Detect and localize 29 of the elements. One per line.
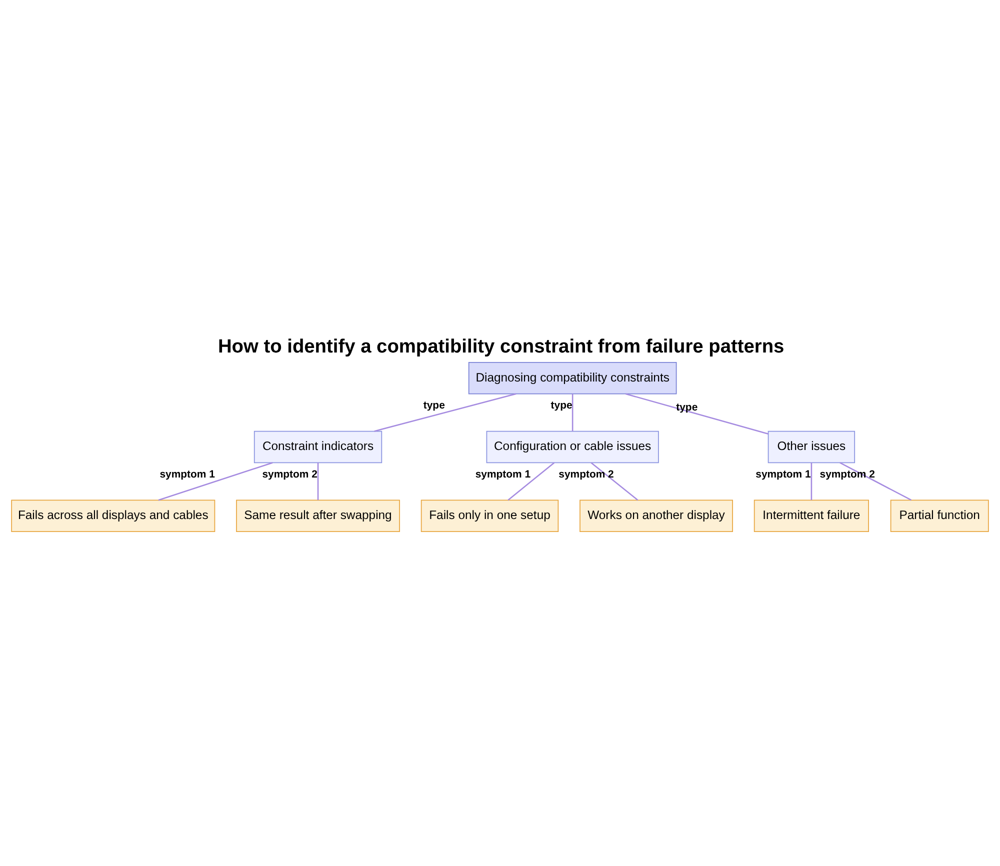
node-box: Configuration or cable issues xyxy=(486,430,659,464)
node-box: Same result after swapping xyxy=(236,500,400,532)
node-box: Constraint indicators xyxy=(254,430,382,464)
connector xyxy=(374,393,516,432)
node-box: Fails across all displays and cables xyxy=(11,500,216,532)
edge-label: symptom 1 xyxy=(756,470,811,481)
edge-label: symptom 1 xyxy=(160,470,215,481)
connector xyxy=(508,462,555,501)
edge-label: type xyxy=(423,400,445,412)
node-box: Intermittent failure xyxy=(754,500,869,532)
edge-label: symptom 2 xyxy=(262,470,318,481)
connector xyxy=(572,394,574,432)
diagram-title: How to identify a compatibility constraint from failure patterns xyxy=(218,336,784,358)
connector xyxy=(810,462,812,500)
edge-label: symptom 1 xyxy=(475,470,531,481)
connector xyxy=(317,462,319,500)
node-box: Fails only in one setup xyxy=(420,500,559,532)
connector xyxy=(625,393,768,435)
connector xyxy=(590,462,638,501)
edge-label: type xyxy=(550,400,572,412)
node-box: Diagnosing compatibility constraints xyxy=(468,362,677,394)
connector xyxy=(158,462,273,501)
edge-label: symptom 2 xyxy=(558,470,614,481)
node-box: Partial function xyxy=(890,500,989,532)
node-box: Other issues xyxy=(768,430,856,464)
edge-label: symptom 2 xyxy=(820,470,875,481)
edge-label: type xyxy=(676,402,698,414)
node-box: Works on another display xyxy=(580,500,733,532)
connector xyxy=(840,462,912,501)
